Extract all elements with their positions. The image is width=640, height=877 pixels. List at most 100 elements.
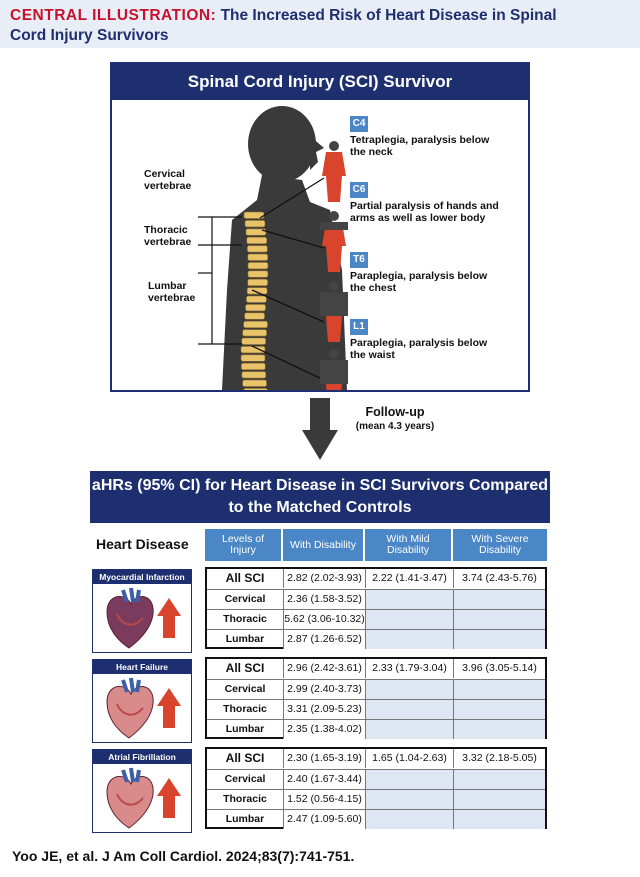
- vertebra: [241, 337, 267, 345]
- level-of-injury-cell: Thoracic: [223, 703, 267, 715]
- vertebra: [242, 379, 267, 387]
- mild-disability-cell: [365, 720, 453, 739]
- header-tag: CENTRAL ILLUSTRATION:: [10, 7, 217, 24]
- results-banner-line1: aHRs (95% CI) for Heart Disease in SCI S…: [91, 477, 549, 494]
- spine-icon: [240, 211, 269, 390]
- follow-up-title: Follow-up: [365, 405, 425, 419]
- with-disability-cell: 2.40 (1.67-3.44): [283, 770, 365, 789]
- level-of-injury-cell: All SCI: [225, 571, 265, 585]
- figure-l1-icon: [320, 349, 348, 390]
- severe-disability-cell: [453, 590, 545, 609]
- sci-illustration: [198, 106, 348, 390]
- vertebra: [241, 371, 267, 379]
- header-title-line2: Cord Injury Survivors: [10, 27, 169, 44]
- vertebra: [243, 320, 268, 328]
- level-of-injury-cell: Cervical: [224, 683, 266, 695]
- mild-disability-cell: [365, 610, 453, 629]
- with-disability-cell: 2.87 (1.26-6.52): [283, 630, 365, 649]
- vertebra: [246, 287, 268, 295]
- vertebra: [245, 228, 267, 236]
- severe-disability-cell: [453, 720, 545, 739]
- mild-disability-cell: [365, 770, 453, 789]
- sci-survivor-panel: Spinal Cord Injury (SCI) Survivor: [110, 62, 530, 392]
- mild-disability-cell: [365, 810, 453, 829]
- results-banner: aHRs (95% CI) for Heart Disease in SCI S…: [90, 471, 550, 523]
- vertebra: [240, 362, 266, 371]
- disease-box-atrial-fibrillation: Atrial Fibrillation: [92, 749, 192, 833]
- severe-disability-cell: [453, 700, 545, 719]
- level-of-injury-cell: Thoracic: [223, 613, 267, 625]
- level-badge-t6: T6: [350, 252, 368, 268]
- figure-c4-icon: [322, 141, 346, 202]
- table-row: Cervical 2.40 (1.67-3.44): [207, 769, 545, 789]
- disease-box-myocardial-infarction: Myocardial Infarction: [92, 569, 192, 653]
- heart-disease-row-header: Heart Disease: [96, 536, 189, 552]
- risk-up-arrow-icon: [157, 778, 181, 818]
- paralysis-figures: [320, 141, 348, 390]
- severe-disability-cell: [453, 790, 545, 809]
- mild-disability-cell: [365, 700, 453, 719]
- severe-disability-cell: [453, 770, 545, 789]
- risk-up-arrow-icon: [157, 598, 181, 638]
- table-row: Cervical 2.99 (2.40-3.73): [207, 679, 545, 699]
- severe-disability-cell: [453, 630, 545, 649]
- level-of-injury-cell: Cervical: [224, 773, 266, 785]
- figure-t6-icon: [320, 281, 348, 342]
- citation: Yoo JE, et al. J Am Coll Cardiol. 2024;8…: [12, 848, 355, 864]
- with-disability-cell: 5.62 (3.06-10.32): [283, 610, 365, 629]
- with-disability-cell: 2.96 (2.42-3.61): [283, 659, 365, 678]
- figure-header: CENTRAL ILLUSTRATION: The Increased Risk…: [0, 0, 640, 48]
- risk-up-arrow-icon: [157, 688, 181, 728]
- level-of-injury-cell: Lumbar: [225, 813, 265, 825]
- with-disability-cell: 3.31 (2.09-5.23): [283, 700, 365, 719]
- table-row: All SCI 2.96 (2.42-3.61)2.33 (1.79-3.04)3…: [207, 659, 545, 679]
- sci-survivor-banner: Spinal Cord Injury (SCI) Survivor: [112, 64, 528, 100]
- vertebra: [244, 312, 265, 320]
- spine-brackets: [198, 216, 242, 345]
- mild-disability-cell: 2.33 (1.79-3.04): [365, 659, 453, 678]
- vertebra: [245, 304, 266, 312]
- severe-disability-cell: [453, 810, 545, 829]
- disease-title-myocardial-infarction: Myocardial Infarction: [93, 570, 191, 584]
- with-disability-cell: 2.30 (1.65-3.19): [283, 749, 365, 768]
- table-row: Thoracic 5.62 (3.06-10.32): [207, 609, 545, 629]
- follow-up-text: Follow-up (mean 4.3 years): [345, 405, 445, 432]
- with-disability-cell: 2.36 (1.58-3.52): [283, 590, 365, 609]
- with-disability-cell: 1.52 (0.56-4.15): [283, 790, 365, 809]
- header-title-line1: The Increased Risk of Heart Disease in S…: [220, 7, 557, 24]
- level-of-injury-cell: All SCI: [225, 751, 265, 765]
- level-of-injury-cell: Thoracic: [223, 793, 267, 805]
- level-badge-c4: C4: [350, 116, 368, 132]
- disease-title-heart-failure: Heart Failure: [93, 660, 191, 674]
- table-row: Thoracic 3.31 (2.09-5.23): [207, 699, 545, 719]
- severe-disability-cell: 3.74 (2.43-5.76): [453, 569, 545, 588]
- level-of-injury-cell: Lumbar: [225, 723, 265, 735]
- mild-disability-cell: [365, 590, 453, 609]
- with-disability-cell: 2.99 (2.40-3.73): [283, 680, 365, 699]
- heart-failure-icon: [106, 677, 181, 739]
- vertebra: [247, 253, 269, 261]
- mild-disability-cell: [365, 790, 453, 809]
- follow-up-subtitle: (mean 4.3 years): [355, 421, 435, 432]
- severe-disability-cell: [453, 610, 545, 629]
- level-of-injury-cell: All SCI: [225, 661, 265, 675]
- results-banner-line2: to the Matched Controls: [228, 499, 412, 516]
- severe-disability-cell: 3.96 (3.05-5.14): [453, 659, 545, 678]
- vertebra: [246, 295, 267, 303]
- vertebra: [244, 220, 266, 228]
